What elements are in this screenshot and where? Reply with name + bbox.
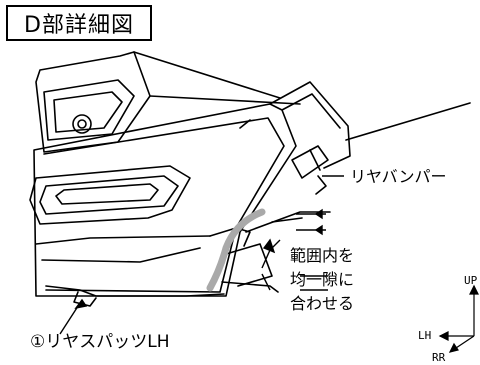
body-panel bbox=[33, 103, 297, 297]
lh-direction-label: LH bbox=[418, 329, 432, 342]
even-gap-label-2: 均一隙に bbox=[290, 270, 355, 289]
orientation-axes bbox=[438, 284, 479, 353]
detail-title: D部詳細図 bbox=[24, 13, 134, 38]
even-gap-label-3: 合わせる bbox=[290, 294, 355, 313]
gap-highlight bbox=[206, 208, 266, 292]
detail-title-box: D部詳細図 bbox=[6, 5, 152, 41]
bumper-top-edge bbox=[269, 81, 351, 169]
spats-lower bbox=[35, 235, 211, 245]
reflector-pocket bbox=[29, 165, 191, 225]
rear-bumper-label: リヤバンパー bbox=[350, 167, 447, 186]
rr-direction-label: RR bbox=[432, 351, 446, 364]
even-gap-label-1: 範囲内を bbox=[290, 246, 355, 265]
up-direction-label: UP bbox=[464, 274, 478, 287]
part-name-label: ①リヤスパッツLH bbox=[30, 332, 170, 352]
latch-circle bbox=[72, 114, 92, 134]
window-frame bbox=[35, 51, 151, 153]
